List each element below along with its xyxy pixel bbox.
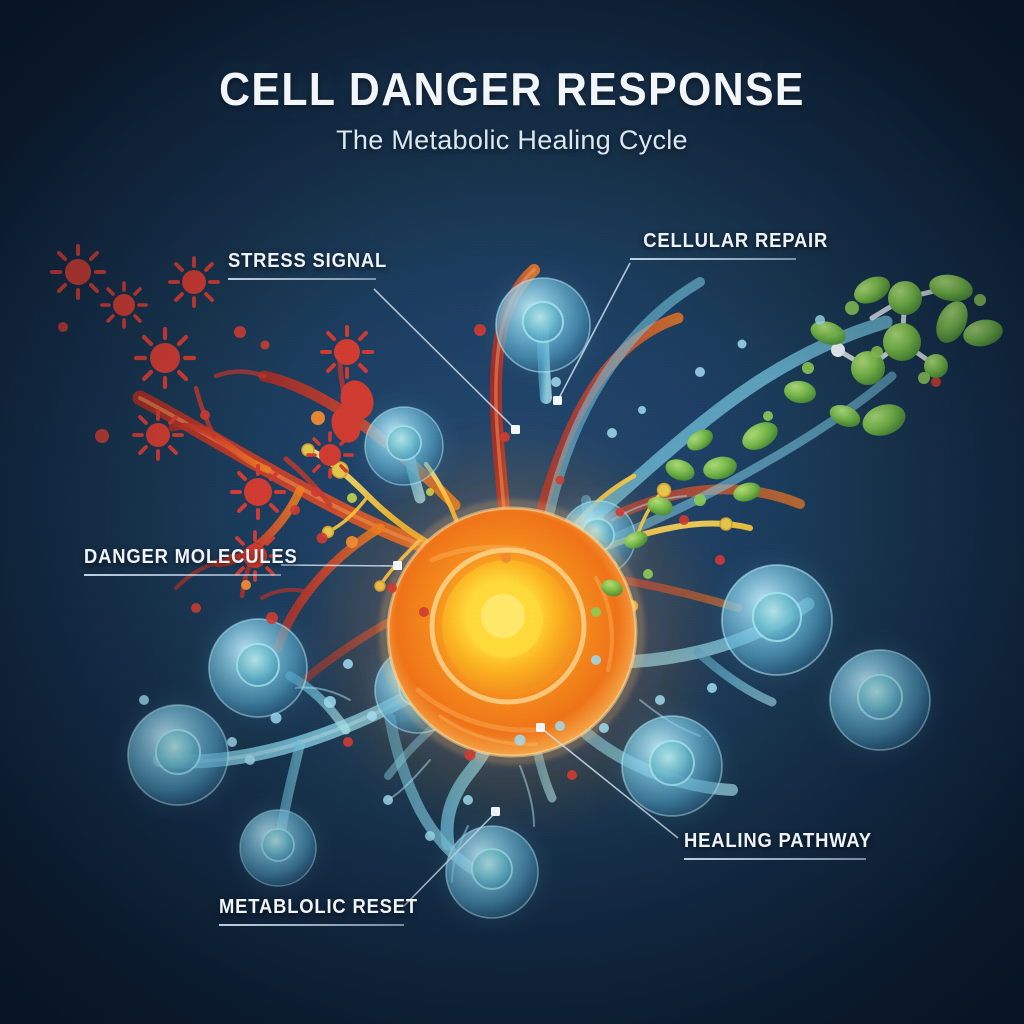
page-title: CELL DANGER RESPONSE <box>219 63 805 115</box>
pathogen-spiky <box>230 464 286 520</box>
pathogen-spiky <box>50 244 106 300</box>
blue-cell <box>226 796 330 900</box>
callout-label: HEALING PATHWAY <box>684 830 872 852</box>
central-cell-core <box>379 499 645 765</box>
callout-metabolic-reset[interactable]: METABLOLIC RESET <box>219 896 418 926</box>
callout-underline <box>84 574 281 576</box>
page-subtitle: The Metabolic Healing Cycle <box>336 125 688 155</box>
blue-cell <box>814 634 946 766</box>
callout-danger-molecules[interactable]: DANGER MOLECULES <box>84 546 298 576</box>
blue-cell <box>112 689 244 821</box>
callout-cellular-repair[interactable]: CELLULAR REPAIR <box>630 230 829 260</box>
leader-danger-molecules <box>280 564 399 567</box>
callout-healing-pathway[interactable]: HEALING PATHWAY <box>684 830 872 860</box>
callout-stress-signal[interactable]: STRESS SIGNAL <box>228 250 388 280</box>
pathogen-spiky <box>100 281 148 329</box>
blue-cell <box>606 700 738 832</box>
pathogen-spiky <box>132 409 184 461</box>
title-block: CELL DANGER RESPONSE The Metabolic Heali… <box>0 62 1024 156</box>
callout-underline <box>630 258 796 260</box>
callout-label: DANGER MOLECULES <box>84 546 298 568</box>
callout-underline <box>219 924 404 926</box>
pathogen-spiky <box>133 326 197 390</box>
pathogen-spiky <box>168 256 220 308</box>
callout-underline <box>684 858 866 860</box>
blue-cell <box>430 810 554 934</box>
blue-cell <box>481 263 605 387</box>
callout-label: CELLULAR REPAIR <box>643 230 829 252</box>
pathogen-spiky <box>320 325 374 379</box>
callout-label: METABLOLIC RESET <box>219 896 418 918</box>
callout-underline <box>228 278 376 280</box>
callout-label: STRESS SIGNAL <box>228 250 388 272</box>
